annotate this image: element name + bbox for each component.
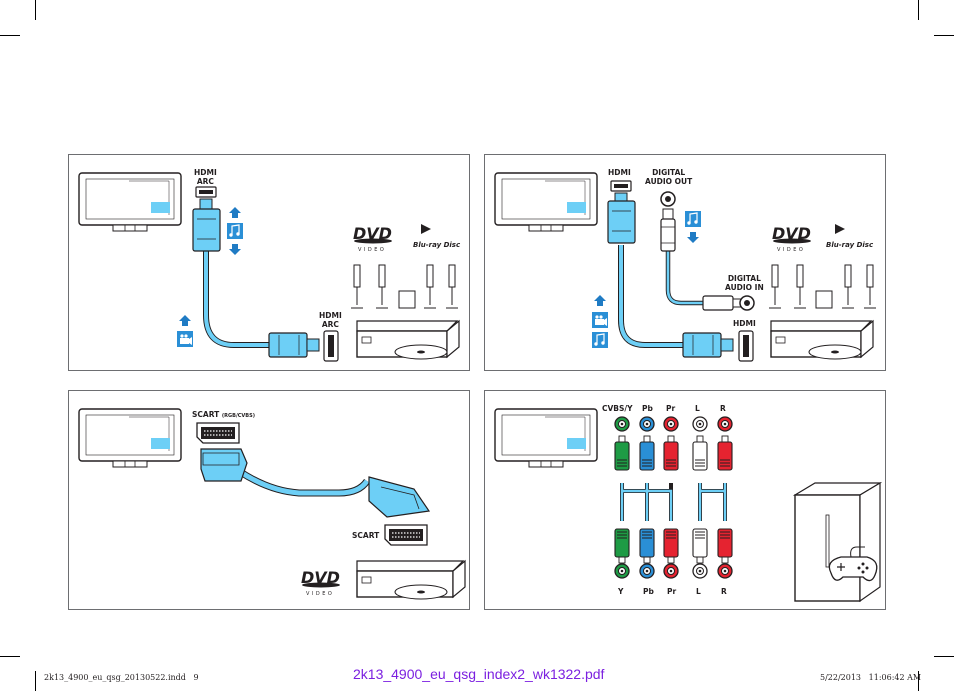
scart-port-icon — [196, 422, 240, 444]
component-top-label: Pr — [666, 404, 676, 413]
digital-audio-in-label: DIGITAL AUDIO IN — [725, 274, 764, 292]
tv-icon — [494, 172, 598, 232]
video-camera-icon — [177, 331, 193, 347]
tv-icon — [78, 172, 182, 232]
svg-text:DVD: DVD — [353, 224, 392, 243]
bluray-logo: Blu-ray Disc — [413, 224, 461, 249]
hdmi-arc-device-label: HDMI ARC — [319, 311, 342, 329]
component-bottom-label: L — [696, 587, 701, 596]
tv-icon — [78, 408, 182, 468]
footer-pdf-name: 2k13_4900_eu_qsg_index2_wk1322.pdf — [353, 666, 605, 682]
svg-text:Blu-ray Disc: Blu-ray Disc — [826, 241, 874, 249]
component-top-label: CVBS/Y — [602, 404, 633, 413]
rca-plug — [717, 528, 733, 579]
dvd-video-logo: DVD VIDEO — [772, 224, 811, 253]
rca-plug — [663, 416, 679, 471]
scart-tv-label: SCART (RGB/CVBS) — [192, 410, 255, 421]
arrow-up-icon — [229, 207, 241, 218]
svg-text:VIDEO: VIDEO — [777, 247, 805, 253]
component-bottom-label: Y — [618, 587, 624, 596]
digital-audio-out-label: DIGITAL AUDIO OUT — [645, 168, 693, 186]
panel-scart: DVD VIDEO SCART (RGB/CVBS) SCART — [68, 390, 470, 610]
disc-player-icon — [356, 559, 466, 600]
component-bottom-label: R — [721, 587, 727, 596]
music-note-icon — [227, 223, 243, 239]
component-top-label: R — [720, 404, 726, 413]
footer-date: 5/22/2013 11:06:42 AM — [820, 673, 922, 682]
crop-mark — [0, 35, 20, 36]
svg-text:DVD: DVD — [301, 568, 340, 587]
game-console-icon — [792, 481, 883, 603]
component-top-label: Pb — [642, 404, 653, 413]
tv-icon — [494, 408, 598, 468]
component-diagram — [494, 408, 883, 603]
dvd-video-logo: DVD VIDEO — [353, 224, 392, 253]
hdmi-label: HDMI — [608, 168, 631, 177]
crop-mark — [934, 656, 954, 657]
panel-hdmi-digital: DVD VIDEO Blu-ray Disc HDMI DIGITAL AUDI… — [484, 154, 886, 371]
speakers-icon — [769, 264, 876, 309]
rca-plug — [663, 528, 679, 579]
rca-plug — [639, 416, 655, 471]
component-bottom-label: Pb — [643, 587, 654, 596]
crop-mark — [934, 35, 954, 36]
rca-plug — [692, 528, 708, 579]
arrow-up-icon — [179, 315, 191, 326]
svg-text:DVD: DVD — [772, 224, 811, 243]
dvd-video-logo: DVD VIDEO — [301, 568, 340, 597]
rca-plug — [717, 416, 733, 471]
rca-connectors — [614, 416, 733, 579]
rca-plug — [639, 528, 655, 579]
crop-mark — [0, 656, 20, 657]
arrow-down-icon — [229, 244, 241, 255]
svg-text:Blu-ray Disc: Blu-ray Disc — [413, 241, 461, 249]
music-note-icon — [592, 332, 608, 348]
speakers-icon — [351, 264, 458, 309]
component-bottom-label: Pr — [667, 587, 677, 596]
component-top-label: L — [695, 404, 700, 413]
scart-label: SCART — [192, 410, 220, 419]
video-camera-icon — [592, 312, 608, 328]
disc-player-icon — [356, 319, 460, 360]
music-note-icon — [685, 211, 701, 227]
bluray-logo: Blu-ray Disc — [826, 224, 874, 249]
scart-sub-label: (RGB/CVBS) — [221, 413, 256, 419]
footer-file-name: 2k13_4900_eu_qsg_20130522.indd 9 — [44, 673, 199, 682]
crop-mark — [918, 0, 919, 20]
panel-hdmi-arc: DVD VIDEO Blu-ray Disc HDMI ARC HDMI ARC — [68, 154, 470, 371]
hdmi-port-icon — [195, 186, 217, 198]
hdmi-arc-diagram: DVD VIDEO Blu-ray Disc — [78, 172, 461, 362]
crop-mark — [35, 671, 36, 691]
hdmi-digital-diagram: DVD VIDEO Blu-ray Disc — [494, 172, 876, 362]
rca-plug — [692, 416, 708, 471]
crop-mark — [35, 0, 36, 20]
crop-mark — [918, 671, 919, 691]
scart-device-label: SCART — [352, 531, 380, 540]
hdmi-arc-tv-label: HDMI ARC — [194, 168, 217, 186]
svg-text:VIDEO: VIDEO — [358, 247, 386, 253]
game-controller-icon — [828, 546, 878, 582]
hdmi-device-label: HDMI — [733, 319, 756, 328]
disc-player-icon — [770, 319, 874, 360]
arrow-down-icon — [687, 232, 699, 243]
scart-diagram: DVD VIDEO — [78, 408, 466, 600]
svg-text:VIDEO: VIDEO — [306, 591, 334, 597]
rca-plug — [614, 416, 630, 471]
rca-plug — [614, 528, 630, 579]
arrow-up-icon — [594, 295, 606, 306]
